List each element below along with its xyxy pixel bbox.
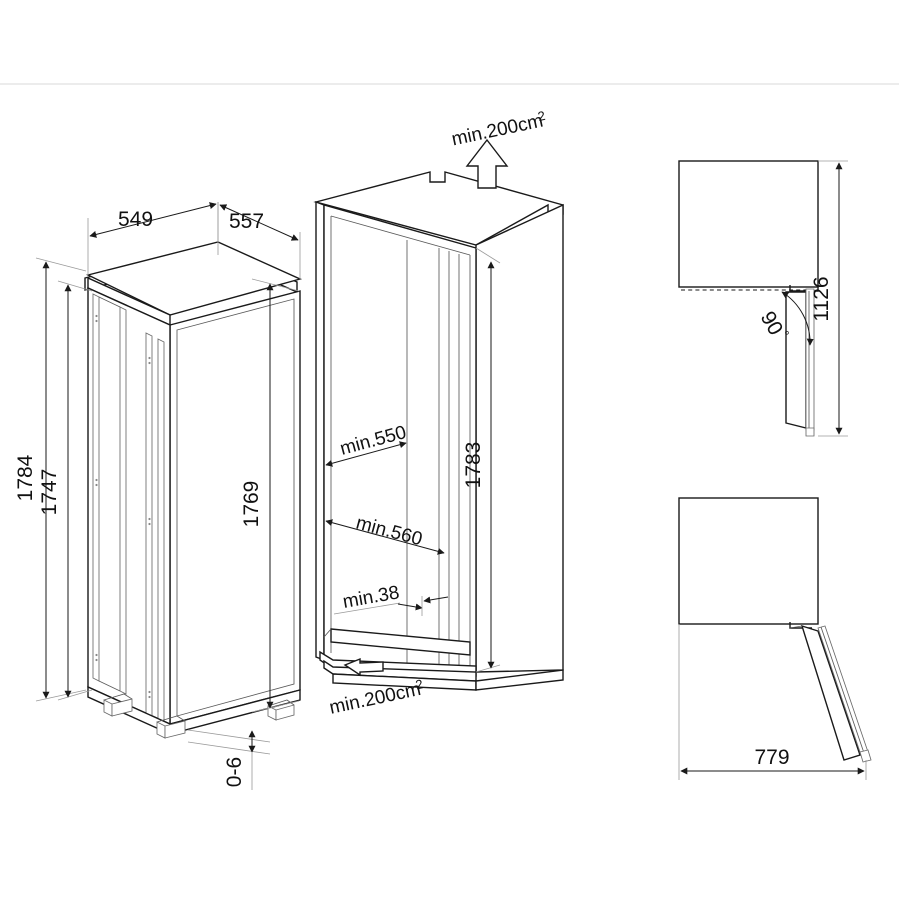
fastener-dot xyxy=(95,478,98,482)
ext-line-1784-top xyxy=(35,257,87,272)
dim-label-0-6: 0-6 xyxy=(223,757,246,787)
appliance-foot-front-right-side xyxy=(164,720,186,739)
dim-line-min38-left xyxy=(397,603,423,611)
appliance-door-left-rail xyxy=(92,293,100,682)
appliance-foot-rear-right-top xyxy=(267,699,295,707)
dim-line-min560 xyxy=(325,519,445,555)
plan90-door-handle-end xyxy=(805,427,815,437)
top-vent-label-superscript: 2 xyxy=(536,108,546,124)
ext-line-min38-base xyxy=(333,602,401,615)
ext-line-0-6-top xyxy=(187,729,271,743)
plan90-hinge-tab xyxy=(789,285,819,292)
niche-left-jamb-outer xyxy=(315,200,325,662)
appliance-door-right-rail xyxy=(157,338,165,727)
dim-label-1747: 1747 xyxy=(38,469,61,516)
plan90-angle-arc xyxy=(781,291,814,346)
ext-line-1747-bottom xyxy=(57,689,93,701)
plan-view-door-90-degrees: 90 ° 1126 xyxy=(678,160,848,437)
dim-line-557 xyxy=(219,204,299,241)
fastener-dot xyxy=(95,314,98,318)
fastener-dot xyxy=(148,695,151,699)
niche-base-side-face xyxy=(475,669,564,691)
plan90-door-panel xyxy=(785,291,807,429)
planfull-door-hinge-link xyxy=(789,625,803,629)
dim-label-1769: 1769 xyxy=(240,481,263,528)
ext-line-1747-top xyxy=(57,280,93,292)
top-vent-arrow-icon xyxy=(465,138,509,189)
niche-cavity-floor xyxy=(330,628,471,656)
fastener-dot xyxy=(148,522,151,526)
dim-label-779: 779 xyxy=(754,746,789,769)
ext-line-0-6-bottom xyxy=(187,741,271,755)
dim-line-549 xyxy=(89,202,217,238)
ext-line-1783-top xyxy=(475,247,501,264)
planfull-door-handle-end xyxy=(859,749,872,763)
planfull-door-gasket-line xyxy=(820,626,865,754)
bottom-vent-arrow-icon xyxy=(343,657,384,677)
niche-right-outer-face xyxy=(475,203,564,673)
appliance-foot-front-right-top xyxy=(156,715,186,723)
fastener-dot xyxy=(148,361,151,365)
dim-line-min550 xyxy=(325,441,407,467)
fastener-dot xyxy=(148,517,151,521)
appliance-isometric-view: 549 557 1784 1747 1769 0-6 xyxy=(14,202,303,790)
appliance-foot-front-left-side xyxy=(111,698,133,717)
ext-line-1784-bottom xyxy=(35,689,87,702)
plan-view-door-full-open: 779 xyxy=(678,497,872,780)
fastener-dot xyxy=(95,319,98,323)
top-vent-label: min.200cm xyxy=(450,111,545,151)
plan90-cabinet-body xyxy=(678,160,819,288)
appliance-foot-front-left-top xyxy=(103,693,133,701)
ext-line-1769-top xyxy=(251,278,300,292)
appliance-door-right-rail-inner xyxy=(145,332,153,721)
appliance-foot-rear-right-side xyxy=(275,704,295,721)
fastener-dot xyxy=(148,690,151,694)
dim-label-557: 557 xyxy=(229,210,264,233)
bottom-vent-label-superscript: 2 xyxy=(414,676,424,692)
dim-label-1783: 1783 xyxy=(462,442,485,489)
fastener-dot xyxy=(95,653,98,657)
top-vent-label-group: min.200cm 2 xyxy=(450,108,547,151)
niche-inner-liner-top xyxy=(330,215,471,256)
appliance-right-side-inner xyxy=(176,298,295,717)
appliance-right-side-face xyxy=(169,290,301,725)
ext-line-1769-bottom xyxy=(251,700,300,713)
appliance-door-rail-top-link xyxy=(98,296,121,308)
fastener-dot xyxy=(95,483,98,487)
appliance-door-rail-bottom-link xyxy=(98,680,121,692)
dim-label-549: 549 xyxy=(118,208,153,231)
niche-floor-left-link xyxy=(323,628,332,638)
fastener-dot xyxy=(148,356,151,360)
fastener-dot xyxy=(95,658,98,662)
dim-label-1126: 1126 xyxy=(810,276,833,321)
planfull-cabinet-body xyxy=(678,497,819,625)
dim-line-min38-right xyxy=(423,596,449,604)
dim-label-1784: 1784 xyxy=(14,454,37,501)
appliance-door-left-rail-inner xyxy=(119,306,127,695)
planfull-door-panel xyxy=(800,624,861,761)
cabinet-niche-isometric-view: min.200cm 2 min.200cm 2 min.550 min.560 xyxy=(313,108,564,719)
